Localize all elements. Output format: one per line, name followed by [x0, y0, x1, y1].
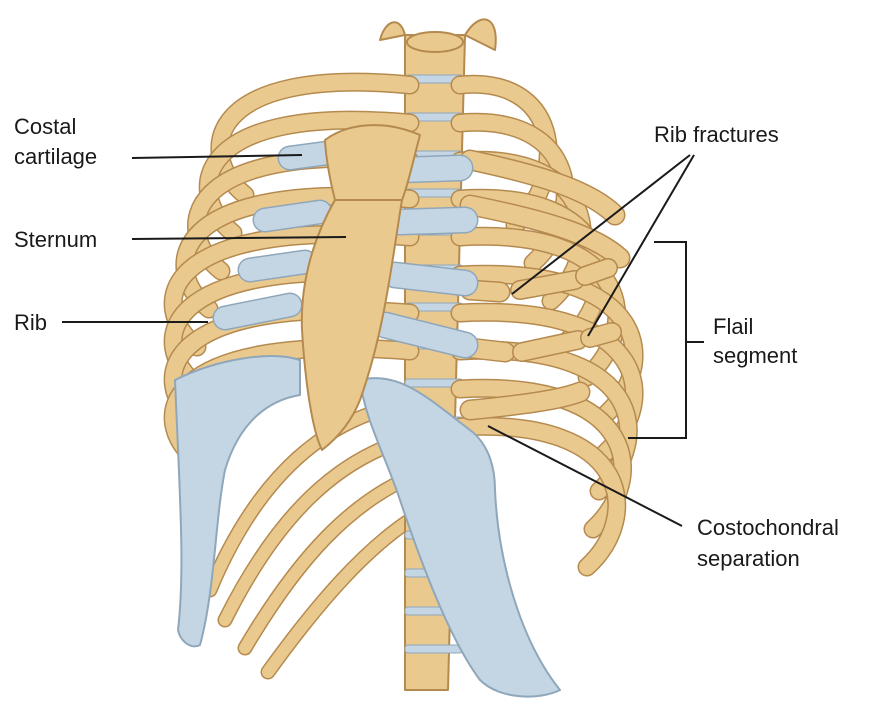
back-rib-4: [268, 520, 410, 672]
label-costochondral-separation-line2: separation: [697, 544, 800, 574]
costal-cartilage-left-2: [265, 212, 320, 220]
rib-fragment-4: [590, 332, 612, 338]
vertebra-top: [407, 32, 463, 52]
rib-fragment-3: [522, 340, 578, 352]
label-rib-fractures: Rib fractures: [654, 120, 779, 150]
label-costal-cartilage-line2: cartilage: [14, 142, 97, 172]
costal-cartilage-right-2: [400, 220, 465, 222]
intervertebral-disc: [405, 645, 463, 653]
label-sternum: Sternum: [14, 225, 97, 255]
label-costochondral-separation-line1: Costochondral: [697, 513, 839, 543]
costal-cartilage-left-3: [250, 262, 305, 270]
transverse-process-left: [380, 22, 405, 40]
label-rib: Rib: [14, 308, 47, 338]
back-rib-2: [225, 440, 405, 620]
costal-cartilage-right-3: [395, 275, 465, 283]
label-costal-cartilage-line1: Costal: [14, 112, 76, 142]
label-flail-segment-line2: segment: [713, 341, 797, 371]
costal-cartilage-left-4: [225, 305, 290, 318]
back-rib-2-outline: [225, 440, 405, 620]
rib-fragment-2: [585, 268, 608, 276]
transverse-process-right: [465, 19, 496, 50]
back-rib-3-outline: [245, 478, 408, 648]
sternum-manubrium: [325, 125, 420, 200]
label-flail-segment-line1: Flail: [713, 312, 753, 342]
